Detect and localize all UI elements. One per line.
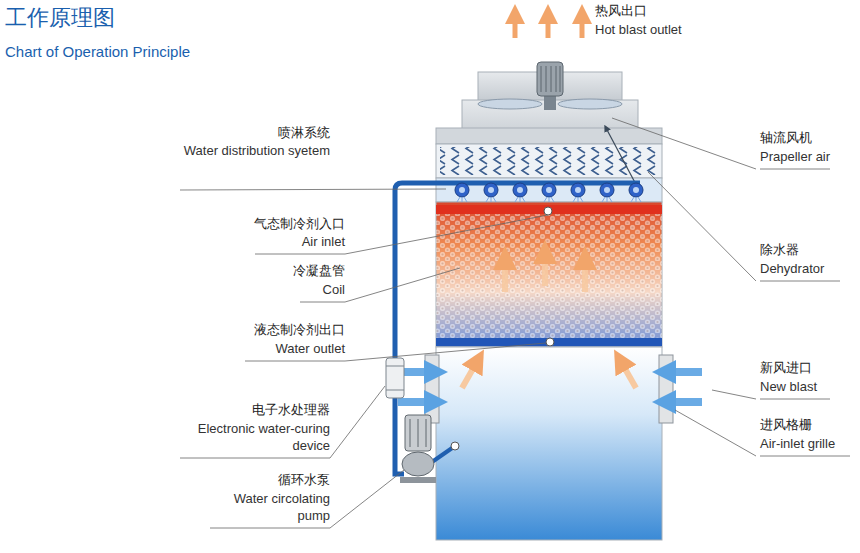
subtitle: Chart of Operation Principle (5, 42, 305, 62)
part-label: Air-inlet grille (760, 436, 856, 453)
part-label: Dehydrator (760, 261, 855, 278)
coil-airflow (505, 252, 585, 292)
part-label: 除水器 (760, 242, 855, 259)
part-label: 冷凝盘管 (195, 263, 345, 280)
part-label: New blast (760, 379, 855, 396)
part-label: Water outlet (195, 341, 345, 358)
part-label: Coil (195, 282, 345, 299)
liquid-header (436, 338, 662, 346)
part-label: 新风进口 (760, 360, 855, 377)
part-label: Air inlet (195, 234, 345, 251)
spray-nozzle (455, 183, 469, 202)
fan-blades (478, 96, 622, 110)
fresh-air-arrows (398, 372, 702, 402)
part-label: 进风格栅 (760, 417, 856, 434)
tower-lower-body (436, 347, 662, 540)
suction-dot (451, 442, 459, 450)
spray-nozzle (571, 183, 585, 202)
liquid-outlet-dot (546, 338, 554, 346)
electronic-water-curing-device (386, 358, 404, 398)
part-label: 液态制冷剂出口 (195, 322, 345, 339)
hot-air-arrows (515, 14, 582, 38)
nozzles (455, 183, 643, 202)
part-label: 轴流风机 (760, 130, 855, 147)
part-label: 循环水泵 (210, 472, 330, 489)
part-label: 电子水处理器 (180, 402, 330, 419)
rising-air-arrows (462, 360, 636, 388)
fan-motor (537, 62, 563, 96)
dehydrator-blades (440, 147, 658, 175)
coil (436, 202, 662, 347)
gas-header (436, 205, 662, 214)
coil-tubes (436, 214, 662, 338)
part-label: Electronic water-curing device (180, 421, 330, 455)
part-label: 喷淋系统 (180, 125, 330, 142)
water-pipe (395, 183, 640, 474)
spray-nozzle (484, 183, 498, 202)
spray-nozzle (629, 183, 643, 202)
gas-inlet-dot (544, 207, 552, 215)
part-label: Hot blast outlet (595, 22, 755, 39)
louver-left (425, 355, 439, 423)
part-label: Water distribution syetem (180, 143, 330, 160)
spray-nozzle (600, 183, 614, 202)
part-label: Prapeller air (760, 149, 855, 166)
part-label: 热风出口 (595, 3, 715, 20)
tower-top (436, 128, 662, 144)
spray-nozzle (513, 183, 527, 202)
part-label: 气态制冷剂入口 (195, 216, 345, 233)
dehydrator (436, 144, 662, 178)
leader-lines (180, 118, 850, 528)
spray-nozzle (542, 183, 556, 202)
circulating-pump (400, 415, 436, 483)
part-label: Water circolating pump (210, 491, 330, 525)
louver-right (659, 355, 673, 423)
title: 工作原理图 (5, 4, 115, 33)
